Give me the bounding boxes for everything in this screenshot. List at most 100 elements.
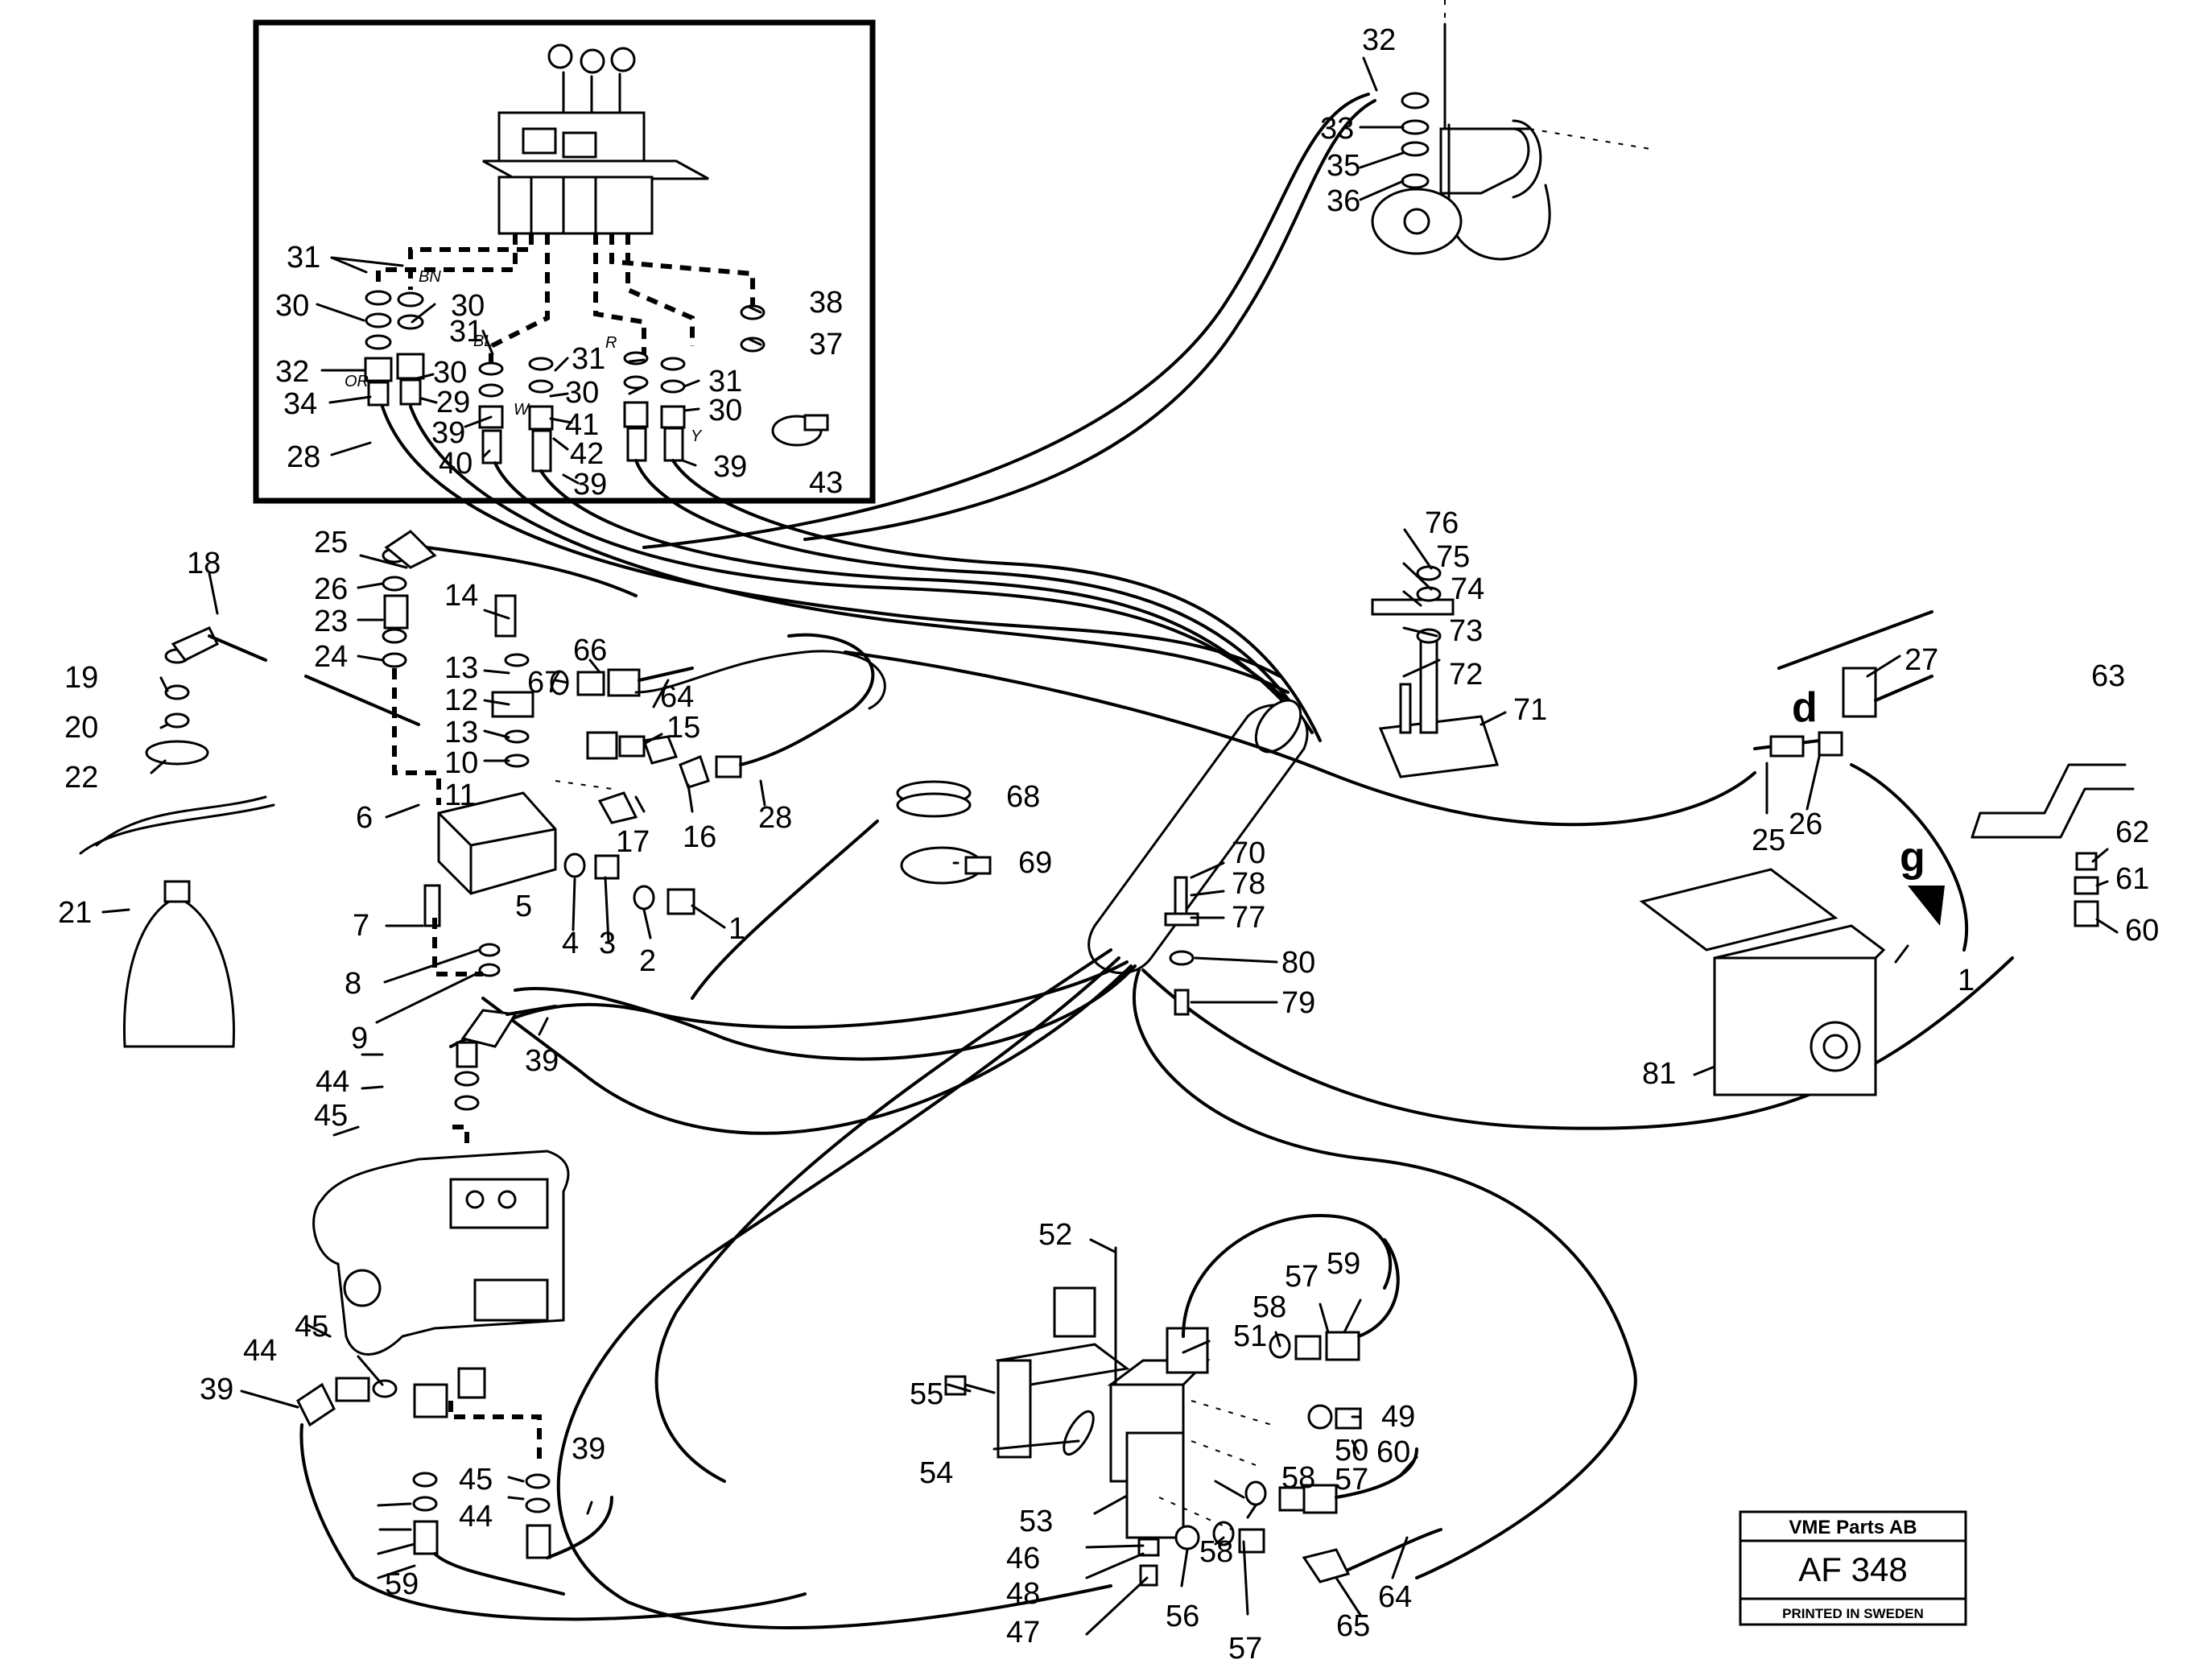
callout-77: 77 xyxy=(1232,901,1265,935)
callout-13: 13 xyxy=(444,651,478,685)
callout-58: 58 xyxy=(1253,1290,1286,1324)
callout-1: 1 xyxy=(728,912,745,946)
callout-73: 73 xyxy=(1449,614,1483,648)
control-valve xyxy=(296,1005,807,1621)
fitting-stack-left xyxy=(364,290,425,407)
callout-30: 30 xyxy=(451,289,485,323)
callout-28: 28 xyxy=(287,440,320,474)
callout-57: 57 xyxy=(1228,1632,1262,1664)
callout-39: 39 xyxy=(431,416,465,450)
callout-31: 31 xyxy=(708,365,742,398)
callout-79: 79 xyxy=(1281,986,1315,1020)
callout-74: 74 xyxy=(1451,572,1484,606)
company-name: VME Parts AB xyxy=(1789,1517,1917,1538)
fitting-stack-mid xyxy=(478,304,766,473)
control-lever-unit xyxy=(482,43,709,235)
section-letter-d: d xyxy=(1792,684,1818,731)
callout-72: 72 xyxy=(1449,658,1483,692)
callout-33: 33 xyxy=(1320,112,1354,146)
callout-64: 64 xyxy=(660,680,694,714)
callout-66: 66 xyxy=(573,634,607,667)
callout-45: 45 xyxy=(314,1099,348,1133)
direction-arrow-icon xyxy=(1908,886,1945,926)
callout-57: 57 xyxy=(1285,1260,1319,1294)
callout-55: 55 xyxy=(910,1377,943,1411)
callout-23: 23 xyxy=(314,605,348,638)
callout-38: 38 xyxy=(809,286,843,320)
drawing-code: AF 348 xyxy=(1798,1550,1907,1588)
wire-codes: BN BL R OR W Y xyxy=(345,268,703,445)
callout-26: 26 xyxy=(1789,807,1822,841)
callout-37: 37 xyxy=(809,328,843,361)
callout-60: 60 xyxy=(2125,914,2159,948)
callout-39: 39 xyxy=(713,450,747,484)
callout-75: 75 xyxy=(1436,540,1470,574)
callout-53: 53 xyxy=(1019,1505,1053,1538)
callout-10: 10 xyxy=(444,746,478,780)
callout-30: 30 xyxy=(275,289,309,323)
callout-17: 17 xyxy=(616,825,650,859)
callout-44: 44 xyxy=(459,1500,493,1534)
protective-sleeve xyxy=(1087,699,1309,974)
callout-39: 39 xyxy=(573,468,607,502)
clamp-43 xyxy=(771,414,829,447)
printed-note: PRINTED IN SWEDEN xyxy=(1782,1606,1924,1621)
wire-code-y: Y xyxy=(691,427,703,445)
callout-78: 78 xyxy=(1232,867,1265,901)
callout-22: 22 xyxy=(64,761,98,795)
callout-67: 67 xyxy=(527,666,561,700)
callout-29: 29 xyxy=(436,386,470,419)
callout-26: 26 xyxy=(314,572,348,606)
callout-labels: 31 30 30 31 32 30 34 29 28 39 40 31 30 4… xyxy=(58,23,2159,1666)
callout-31: 31 xyxy=(572,342,605,376)
callout-21: 21 xyxy=(58,896,92,930)
callout-49: 49 xyxy=(1381,1400,1415,1434)
callout-39: 39 xyxy=(572,1432,605,1466)
callout-24: 24 xyxy=(314,640,348,674)
callout-80: 80 xyxy=(1281,946,1315,980)
wire-code-w: W xyxy=(514,401,530,419)
callout-36: 36 xyxy=(1327,184,1360,218)
callout-32: 32 xyxy=(275,355,309,389)
callout-9: 9 xyxy=(351,1022,368,1055)
accumulator xyxy=(79,626,420,1048)
upper-right-hoses xyxy=(642,93,1969,952)
callout-52: 52 xyxy=(1038,1218,1072,1252)
callout-62: 62 xyxy=(2115,815,2149,849)
callout-39: 39 xyxy=(525,1044,559,1078)
callout-63: 63 xyxy=(2091,659,2125,693)
callout-8: 8 xyxy=(345,967,361,1001)
callout-58: 58 xyxy=(1199,1535,1233,1569)
leader-lines xyxy=(101,56,2119,1636)
callout-48: 48 xyxy=(1006,1577,1040,1611)
cylinder-elbow xyxy=(1371,0,1651,261)
callout-54: 54 xyxy=(919,1456,953,1490)
callout-7: 7 xyxy=(353,909,369,943)
callout-57: 57 xyxy=(1335,1463,1368,1497)
callout-31: 31 xyxy=(449,315,483,349)
callout-41: 41 xyxy=(565,408,599,442)
callout-30: 30 xyxy=(433,356,467,390)
callout-58: 58 xyxy=(1281,1461,1315,1495)
callout-16: 16 xyxy=(683,820,716,854)
callout-15: 15 xyxy=(666,711,700,745)
callout-60: 60 xyxy=(1376,1435,1410,1469)
callout-28: 28 xyxy=(758,801,792,835)
callout-64: 64 xyxy=(1378,1580,1412,1614)
callout-44: 44 xyxy=(316,1065,349,1099)
callout-40: 40 xyxy=(439,447,473,481)
fittings-sleeve xyxy=(1164,876,1199,1016)
callout-69: 69 xyxy=(1018,846,1052,880)
callout-25: 25 xyxy=(314,526,348,559)
callout-31: 31 xyxy=(287,241,320,275)
callout-81: 81 xyxy=(1642,1057,1676,1091)
callout-25: 25 xyxy=(1752,824,1785,857)
callout-30: 30 xyxy=(708,394,742,427)
clamps xyxy=(896,780,992,885)
callout-59: 59 xyxy=(385,1567,419,1601)
callout-6: 6 xyxy=(356,801,373,835)
callout-11: 11 xyxy=(444,778,476,812)
callout-39: 39 xyxy=(200,1373,233,1406)
callout-35: 35 xyxy=(1327,149,1360,183)
